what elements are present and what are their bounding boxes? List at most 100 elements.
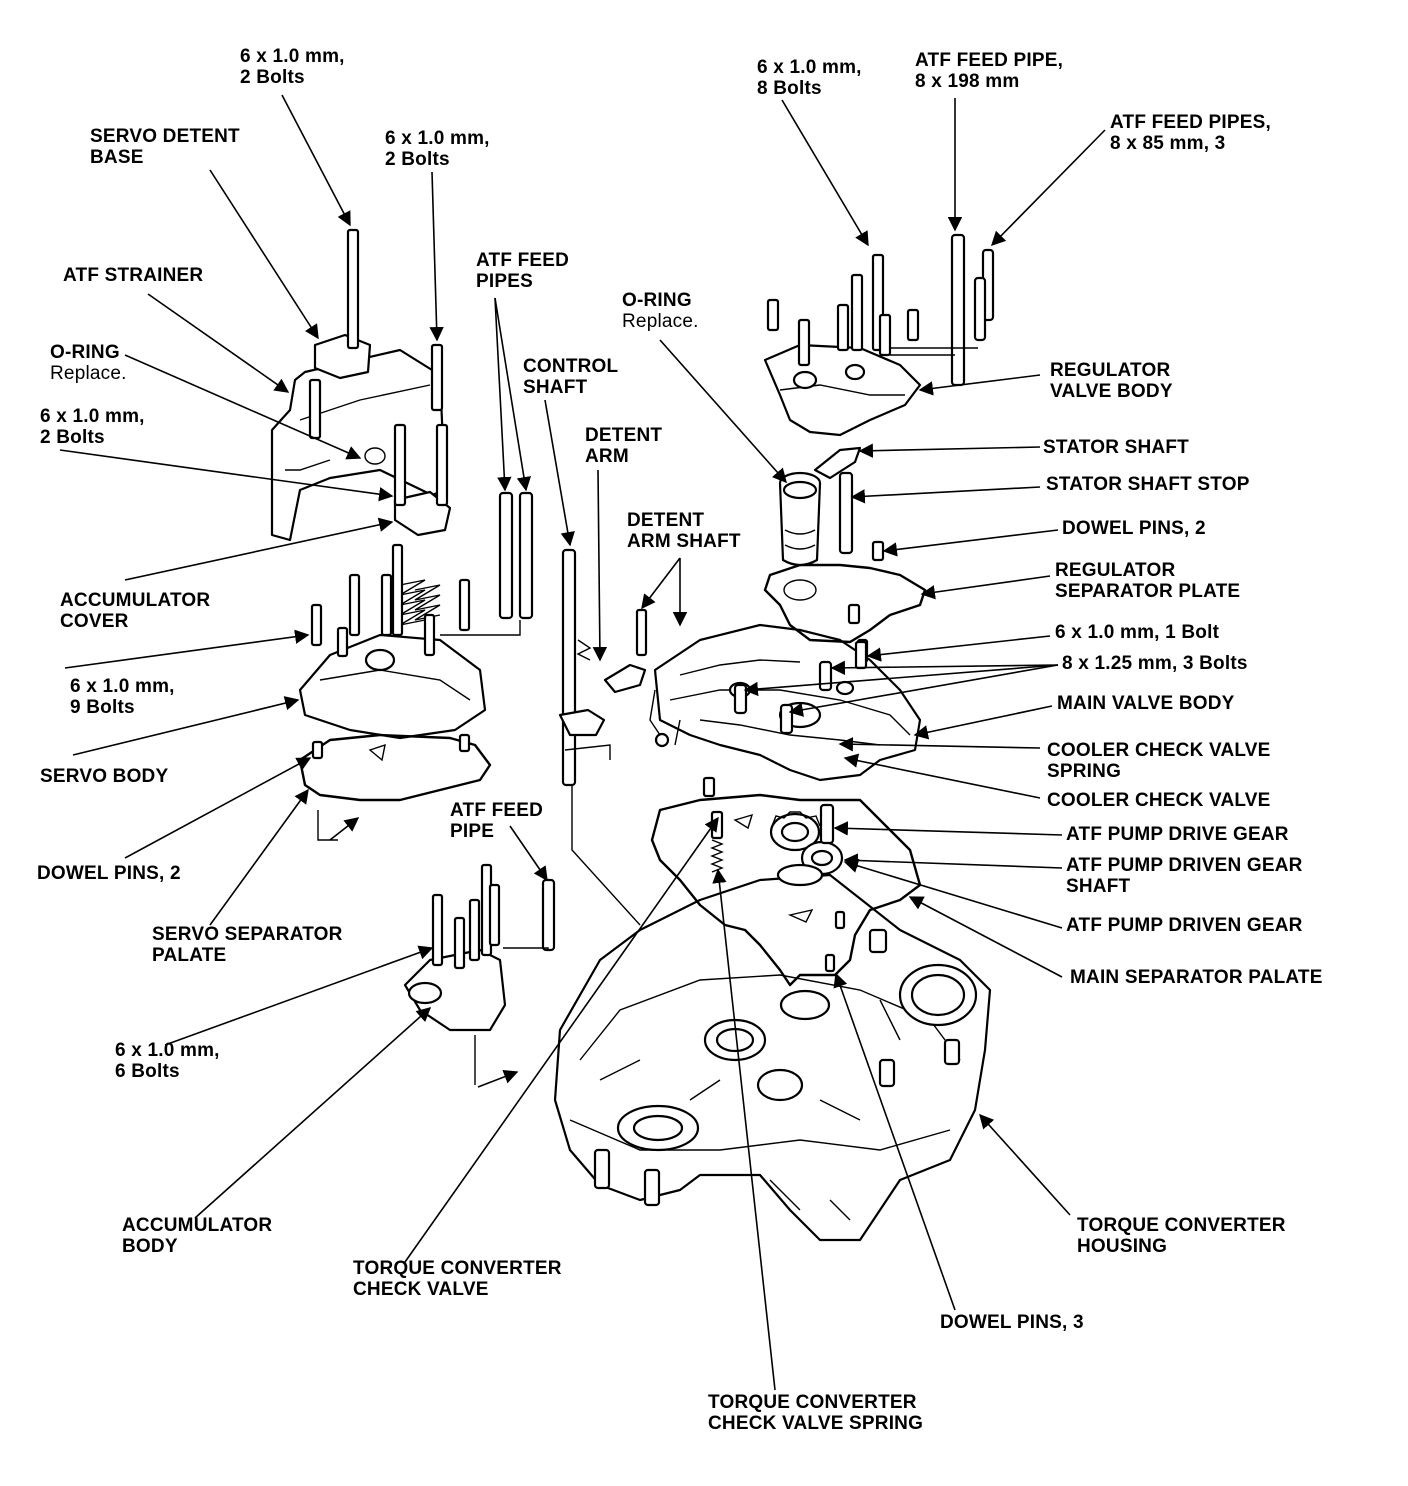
part-outline xyxy=(407,981,443,1005)
label-line: SPRING xyxy=(1047,761,1122,782)
label-line: 6 x 1.0 mm, 1 Bolt xyxy=(1055,622,1220,643)
label-line: TORQUE CONVERTER xyxy=(1077,1215,1286,1236)
label-line: ARM xyxy=(585,446,629,467)
leader-line xyxy=(833,972,956,1311)
part-outline xyxy=(311,740,324,760)
part-outline xyxy=(943,1038,961,1066)
label-line: 8 x 198 mm xyxy=(915,71,1020,92)
part-outline xyxy=(503,947,549,950)
leader-line xyxy=(833,821,1063,836)
leader-line xyxy=(788,664,1059,717)
part-outline xyxy=(733,683,748,715)
servo-assembly-drawing xyxy=(270,228,492,841)
part-outline xyxy=(380,573,393,637)
label-line: STATOR SHAFT STOP xyxy=(1046,474,1250,495)
part-outline xyxy=(756,1068,804,1102)
leader-line xyxy=(329,817,360,841)
label-line: 6 x 1.0 mm, xyxy=(240,46,345,67)
part-outline xyxy=(468,898,481,962)
main-valve-body-drawing xyxy=(649,623,922,782)
part-outline xyxy=(599,999,901,1121)
part-outline xyxy=(910,973,966,1017)
label-line: 8 Bolts xyxy=(757,78,822,99)
label-cooler-check-valve: COOLER CHECK VALVE xyxy=(1047,790,1271,811)
label-atf-feed-pipes-85: ATF FEED PIPES,8 x 85 mm, 3 xyxy=(1110,112,1271,154)
label-line: PALATE xyxy=(152,945,227,966)
label-line: SERVO SEPARATOR xyxy=(152,924,343,945)
leader-line xyxy=(477,1069,519,1088)
part-outline xyxy=(844,363,866,381)
label-line: ARM SHAFT xyxy=(627,531,741,552)
part-outline xyxy=(669,689,911,736)
regulator-valve-body-drawing xyxy=(763,233,995,437)
label-line: ATF FEED PIPES, xyxy=(1110,112,1272,133)
part-outline xyxy=(810,849,834,867)
label-line: 6 x 1.0 mm, xyxy=(40,406,145,427)
part-outline xyxy=(348,573,361,637)
control-shaft-drawing xyxy=(558,548,648,926)
part-outline xyxy=(871,540,885,562)
leader-line xyxy=(641,557,681,610)
main-separator-plate-drawing xyxy=(650,793,922,987)
part-outline xyxy=(364,648,396,672)
leader-line xyxy=(843,858,1063,929)
label-line: ATF FEED xyxy=(476,250,570,271)
label-line: SHAFT xyxy=(523,377,588,398)
label-line: DOWEL PINS, 2 xyxy=(37,863,181,884)
leader-line xyxy=(990,129,1106,247)
part-outline xyxy=(838,471,854,555)
leader-line xyxy=(838,737,1041,752)
stator-shaft-drawing xyxy=(778,446,885,670)
label-line: 8 x 85 mm, 3 xyxy=(1110,133,1226,154)
label-bolts-2-left: 6 x 1.0 mm,2 Bolts xyxy=(40,406,145,448)
leader-line xyxy=(404,816,719,1263)
accumulator-body-drawing xyxy=(403,863,556,1088)
part-outline xyxy=(679,659,881,746)
part-outline xyxy=(890,347,978,356)
leader-line xyxy=(850,486,1041,504)
part-outline xyxy=(431,893,444,967)
part-outline xyxy=(430,343,444,412)
leader-line xyxy=(209,169,319,340)
part-outline xyxy=(298,733,492,802)
label-stator-shaft: STATOR SHAFT xyxy=(1043,437,1189,458)
label-bolts-3: 8 x 1.25 mm, 3 Bolts xyxy=(1062,653,1248,674)
label-bolts-8: 6 x 1.0 mm,8 Bolts xyxy=(757,57,862,99)
label-line: COOLER CHECK VALVE xyxy=(1047,740,1271,761)
label-line: SHAFT xyxy=(1066,876,1131,897)
leader-line xyxy=(908,896,1063,978)
part-outline xyxy=(836,303,850,352)
part-outline xyxy=(649,689,681,746)
leader-line xyxy=(194,1007,432,1219)
label-line: CHECK VALVE xyxy=(353,1279,489,1300)
part-outline xyxy=(558,708,606,737)
leader-lines xyxy=(59,94,1106,1391)
part-outline xyxy=(368,743,386,762)
part-outline xyxy=(364,447,386,465)
part-outline xyxy=(797,318,811,367)
label-line: ATF FEED PIPE, xyxy=(915,50,1064,71)
label-line: TORQUE CONVERTER xyxy=(353,1258,562,1279)
part-outline xyxy=(813,446,862,480)
part-outline xyxy=(453,916,466,970)
part-outline xyxy=(878,1058,896,1088)
leader-line xyxy=(124,757,312,859)
part-outline xyxy=(766,298,780,332)
part-outline xyxy=(784,529,816,550)
label-bolt-1: 6 x 1.0 mm, 1 Bolt xyxy=(1055,622,1219,643)
label-line: REGULATOR xyxy=(1055,560,1176,581)
label-line: DETENT xyxy=(585,425,663,446)
part-outline xyxy=(769,1179,851,1221)
leader-line xyxy=(781,99,869,247)
label-bolts-9: 6 x 1.0 mm,9 Bolts xyxy=(70,676,175,718)
part-outline xyxy=(440,620,521,636)
part-outline xyxy=(435,423,449,507)
label-bolts-2-mid: 6 x 1.0 mm,2 Bolts xyxy=(385,128,490,170)
torque-converter-housing-drawing xyxy=(553,873,992,1242)
